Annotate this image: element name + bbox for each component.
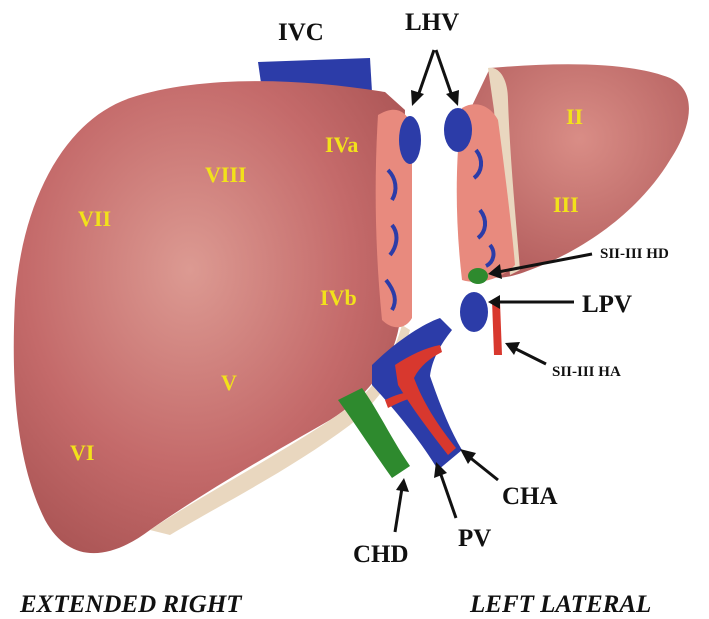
lhv-stump-left — [444, 108, 472, 152]
segment-ivb-label: IVb — [320, 285, 357, 310]
segment-vii-label: VII — [78, 206, 111, 231]
cha-label: CHA — [502, 483, 558, 510]
sii-iii-ha-arrow — [505, 342, 546, 364]
segment-v-label: V — [221, 370, 237, 395]
chd-label: CHD — [353, 541, 409, 568]
cha-arrow — [460, 449, 498, 480]
sii-iii-ha-label: SII-III HA — [552, 364, 621, 380]
lpv-arrow — [488, 295, 574, 309]
sii-iii-ha-vessel — [492, 300, 502, 355]
pv-arrow — [434, 462, 456, 518]
lpv-vessel — [460, 292, 488, 332]
sii-iii-hd-label: SII-III HD — [600, 246, 669, 262]
caption-left-lateral: LEFT LATERAL — [469, 591, 651, 618]
caption-extended-right: EXTENDED RIGHT — [19, 591, 243, 618]
lhv-label: LHV — [405, 9, 459, 36]
chd-arrow — [395, 478, 409, 532]
lpv-label: LPV — [582, 291, 632, 318]
lhv-arrow-right — [436, 50, 459, 106]
lhv-arrow-left — [411, 50, 434, 106]
ivc-label: IVC — [278, 19, 324, 46]
segment-viii-label: VIII — [205, 162, 247, 187]
segment-iva-label: IVa — [325, 132, 358, 157]
lhv-stump-right — [399, 116, 421, 164]
segment-iii-label: III — [553, 192, 579, 217]
pv-label: PV — [458, 525, 491, 552]
sii-iii-hd — [468, 268, 488, 284]
segment-ii-label: II — [566, 104, 583, 129]
segment-vi-label: VI — [70, 440, 94, 465]
